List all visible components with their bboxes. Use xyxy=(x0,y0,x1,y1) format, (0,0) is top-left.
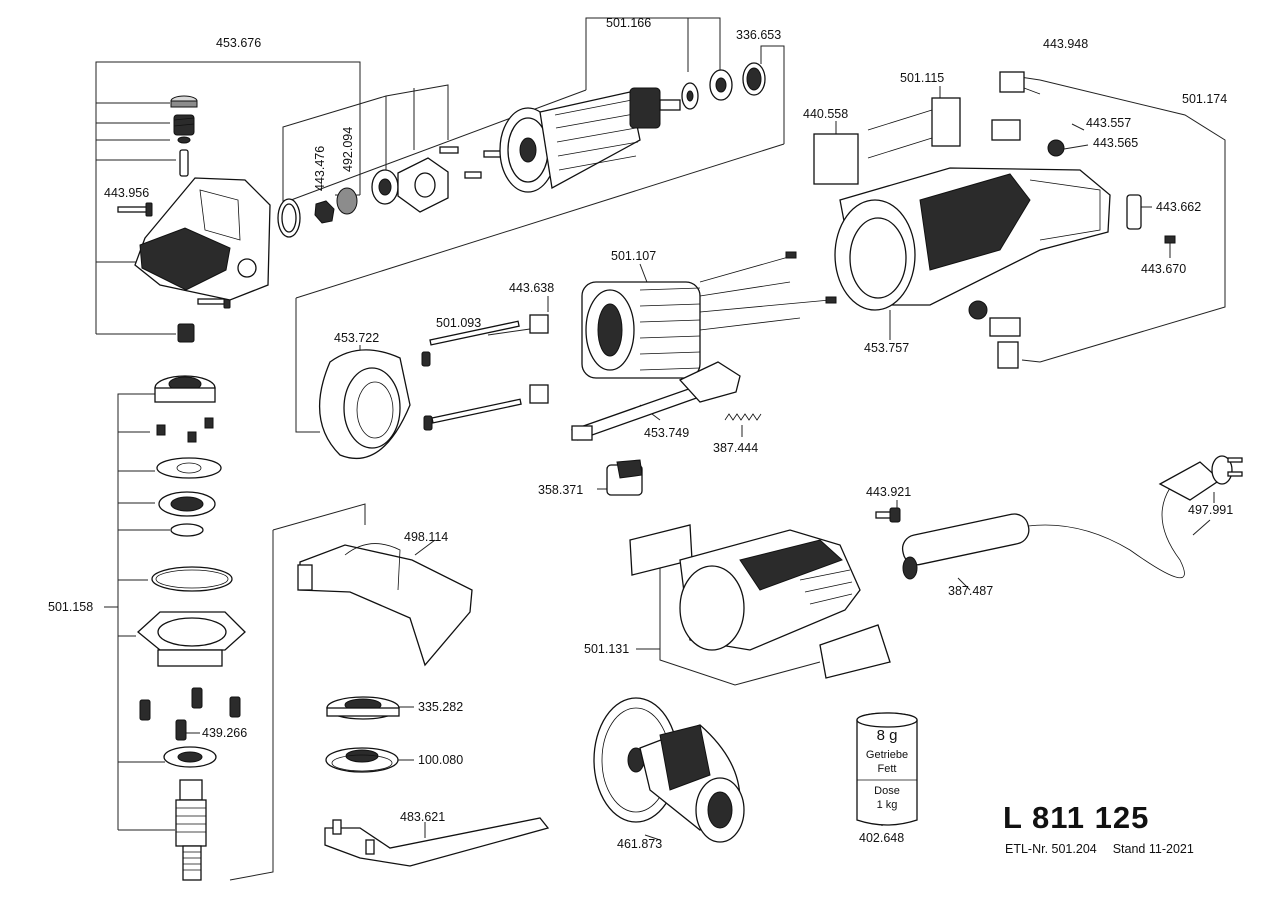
grease-line3: Dose xyxy=(874,785,900,797)
label-402-648: 402.648 xyxy=(859,831,904,845)
gear-head-assembly xyxy=(117,95,271,343)
label-501-158: 501.158 xyxy=(48,600,93,614)
label-443-921: 443.921 xyxy=(866,485,911,499)
label-443-557: 443.557 xyxy=(1086,116,1131,130)
armature-501-166 xyxy=(483,62,766,193)
label-483-621: 483.621 xyxy=(400,810,445,824)
label-443-476: 443.476 xyxy=(313,146,327,191)
label-100-080: 100.080 xyxy=(418,753,463,767)
spanner-483-621 xyxy=(324,817,550,867)
switch-assembly xyxy=(571,361,762,496)
motor-housing-453-757 xyxy=(813,71,1176,369)
label-443-565: 443.565 xyxy=(1093,136,1138,150)
bearing-cover-assembly xyxy=(277,146,482,238)
power-cable-497-991 xyxy=(1027,455,1243,579)
field-coil-501-107 xyxy=(529,251,837,404)
label-336-653: 336.653 xyxy=(736,28,781,42)
stand-date: Stand 11-2021 xyxy=(1112,842,1194,856)
grinding-disc-461-873 xyxy=(593,697,745,843)
housing-501-131 xyxy=(629,524,891,679)
label-501-166: 501.166 xyxy=(606,16,651,30)
label-501-131: 501.131 xyxy=(584,642,629,656)
screw-icon xyxy=(117,202,153,217)
label-461-873: 461.873 xyxy=(617,837,662,851)
label-501-093: 501.093 xyxy=(436,316,481,330)
label-492-094: 492.094 xyxy=(341,127,355,172)
label-443-948: 443.948 xyxy=(1043,37,1088,51)
drawing-title: L 811 125 xyxy=(1003,800,1150,835)
side-handle-387-487 xyxy=(875,507,1030,580)
grease-can-402-648 xyxy=(856,712,918,826)
label-443-662: 443.662 xyxy=(1156,200,1201,214)
flanges xyxy=(325,696,400,773)
drawing-footer: ETL-Nr. 501.204 Stand 11-2021 xyxy=(1005,842,1210,856)
label-453-722: 453.722 xyxy=(334,331,379,345)
label-387-487: 387.487 xyxy=(948,584,993,598)
label-439-266: 439.266 xyxy=(202,726,247,740)
part-labels: 453.676 501.166 336.653 443.948 501.115 … xyxy=(48,16,1233,851)
grease-line4: 1 kg xyxy=(877,799,898,811)
spindle-assembly-501-158 xyxy=(137,375,246,881)
etl-number: ETL-Nr. 501.204 xyxy=(1005,842,1097,856)
grease-line2: Fett xyxy=(878,763,897,775)
label-501-174: 501.174 xyxy=(1182,92,1227,106)
fan-baffle-453-722 xyxy=(319,349,411,460)
label-498-114: 498.114 xyxy=(404,530,448,544)
label-358-371: 358.371 xyxy=(538,483,583,497)
label-443-638: 443.638 xyxy=(509,281,554,295)
grease-can-text: 8 g Getriebe Fett Dose 1 kg xyxy=(866,727,908,811)
label-453-749: 453.749 xyxy=(644,426,689,440)
label-440-558: 440.558 xyxy=(803,107,848,121)
label-497-991: 497.991 xyxy=(1188,503,1233,517)
long-screws-501-093 xyxy=(421,320,522,431)
label-453-676: 453.676 xyxy=(216,36,261,50)
guard-498-114 xyxy=(297,543,473,667)
grease-amount: 8 g xyxy=(877,727,898,744)
label-453-757: 453.757 xyxy=(864,341,909,355)
label-387-444: 387.444 xyxy=(713,441,758,455)
label-501-115: 501.115 xyxy=(900,71,944,85)
grease-line1: Getriebe xyxy=(866,749,908,761)
label-443-670: 443.670 xyxy=(1141,262,1186,276)
label-335-282: 335.282 xyxy=(418,700,463,714)
label-501-107: 501.107 xyxy=(611,249,656,263)
label-443-956: 443.956 xyxy=(104,186,149,200)
